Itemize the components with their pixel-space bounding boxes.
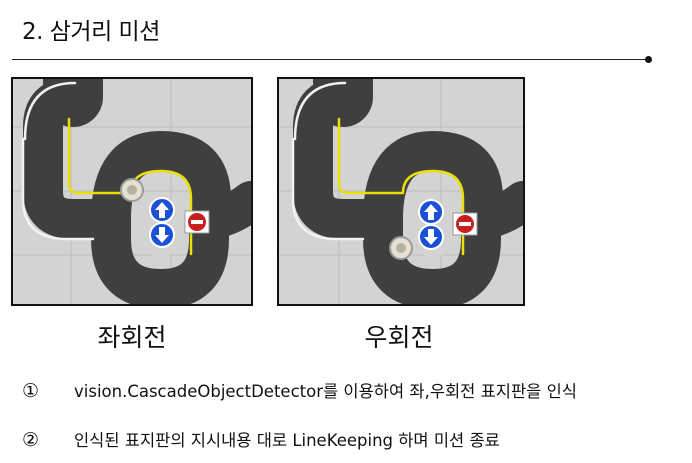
track-road [291,79,523,304]
arrow-down-sign-icon [149,222,175,248]
robot-car-icon [389,236,413,260]
arrow-down-sign-icon [418,224,444,250]
right-turn-caption: 우회전 [364,323,434,352]
title-rule [12,59,648,60]
step-number: ① [22,380,40,402]
step-2: ② 인식된 표지판의 지시내용 대로 LineKeeping 하며 미션 종료 [22,427,500,451]
step-text: 인식된 표지판의 지시내용 대로 LineKeeping 하며 미션 종료 [74,431,500,450]
left-turn-figure [11,77,253,306]
robot-car-icon [120,178,144,202]
arrow-up-sign-icon [149,197,175,223]
step-text: vision.CascadeObjectDetector를 이용하여 좌,우회전… [74,382,577,401]
title-rule-dot [645,56,652,63]
right-turn-figure [277,77,525,306]
section-title: 2. 삼거리 미션 [22,19,160,45]
stop-sign-icon [184,210,210,234]
stop-sign-icon [452,212,478,236]
left-turn-caption: 좌회전 [97,323,167,352]
step-number: ② [22,429,40,451]
step-1: ① vision.CascadeObjectDetector를 이용하여 좌,우회… [22,378,577,402]
arrow-up-sign-icon [418,199,444,225]
